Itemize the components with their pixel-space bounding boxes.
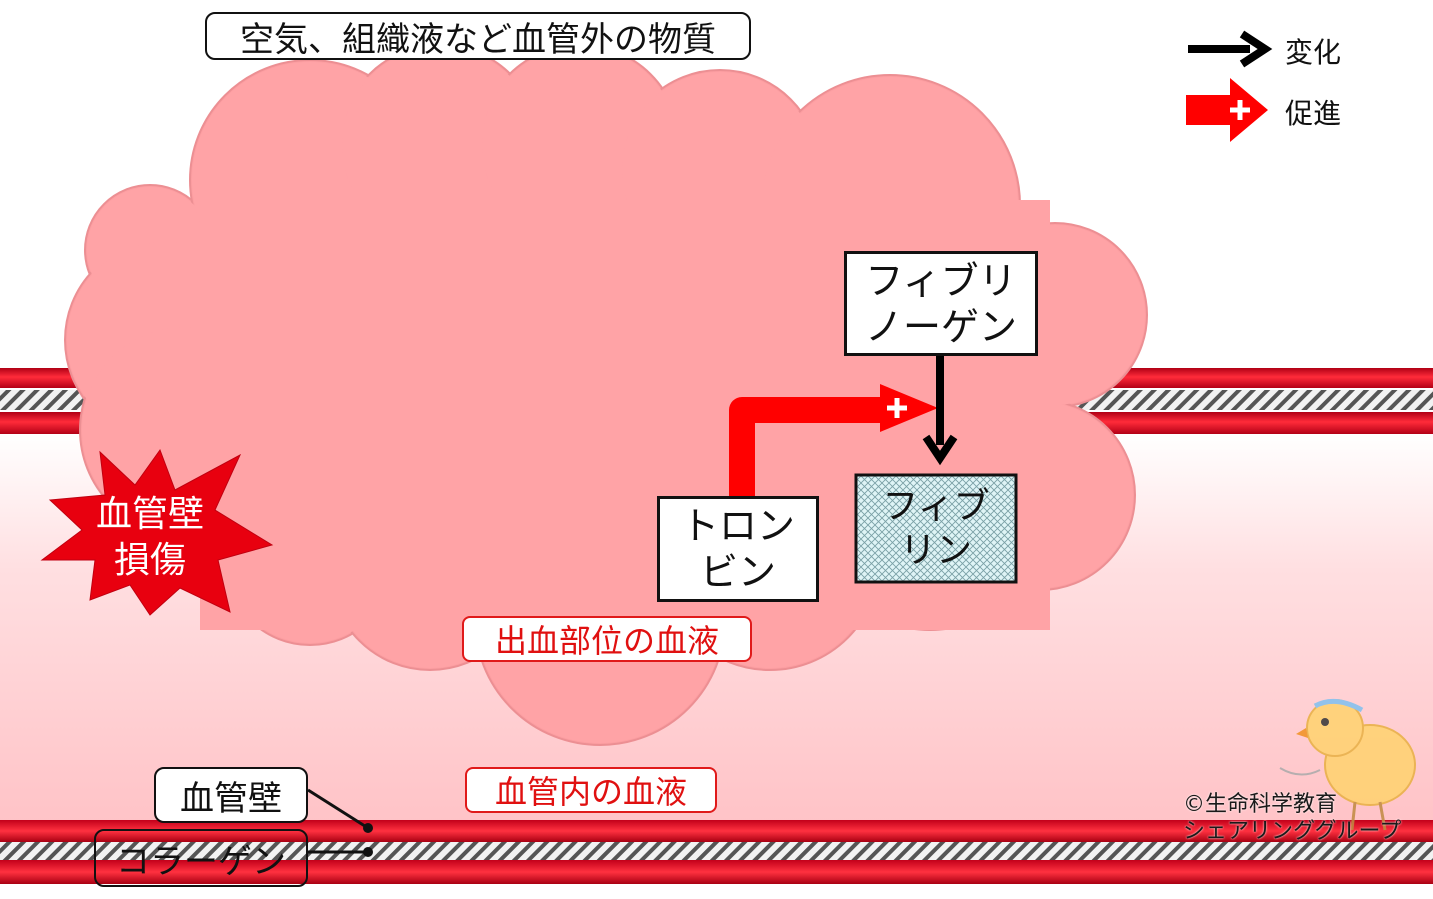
vessel-wall-pointer bbox=[307, 788, 369, 830]
bleeding-site-blood-label: 出血部位の血液 bbox=[462, 616, 752, 662]
lower-vessel-wall bbox=[0, 820, 1433, 884]
vessel-wall-label: 血管壁 bbox=[154, 767, 308, 823]
fibrinogen-box: フィブリ ノーゲン bbox=[844, 251, 1038, 356]
fibrin-box: フィブ リン bbox=[856, 475, 1016, 582]
plus-icon bbox=[887, 398, 907, 418]
fibrin-line1: フィブ bbox=[882, 485, 990, 527]
change-arrow-head bbox=[922, 434, 958, 466]
promote-arrow-head bbox=[880, 384, 938, 432]
fibrin-box-bg bbox=[854, 473, 1018, 584]
legend-promote-icon bbox=[1186, 78, 1268, 142]
extravascular-label: 空気、組織液など血管外の物質 bbox=[205, 12, 751, 60]
damage-label-line1: 血管壁 bbox=[95, 494, 204, 535]
legend-change-icon bbox=[1188, 30, 1273, 68]
fibrin-line2: リン bbox=[899, 529, 972, 571]
thrombin-line2: ビン bbox=[699, 550, 776, 594]
thrombin-box: トロン ビン bbox=[657, 496, 819, 602]
intravascular-blood-label: 血管内の血液 bbox=[465, 767, 717, 813]
copyright-text: ©生命科学教育 シェアリンググループ bbox=[1183, 791, 1401, 845]
collagen-label: コラーゲン bbox=[94, 829, 308, 887]
legend-promote-label: 促進 bbox=[1285, 97, 1342, 130]
fibrinogen-line1: フィブリ bbox=[865, 258, 1017, 303]
damage-label: 血管壁 損傷 bbox=[80, 488, 220, 588]
copyright-line2: シェアリンググループ bbox=[1183, 819, 1402, 844]
chick-mascot-icon bbox=[1279, 698, 1416, 831]
copyright-line1: ©生命科学教育 bbox=[1183, 792, 1338, 817]
fibrinogen-line2: ノーゲン bbox=[864, 304, 1017, 349]
legend-change-label: 変化 bbox=[1285, 36, 1342, 69]
damage-label-line2: 損傷 bbox=[113, 540, 186, 581]
upper-vessel-wall-right bbox=[1030, 368, 1433, 434]
thrombin-line1: トロン bbox=[680, 504, 795, 548]
promote-arrow-thrombin bbox=[729, 397, 885, 500]
damage-starburst bbox=[40, 448, 274, 616]
